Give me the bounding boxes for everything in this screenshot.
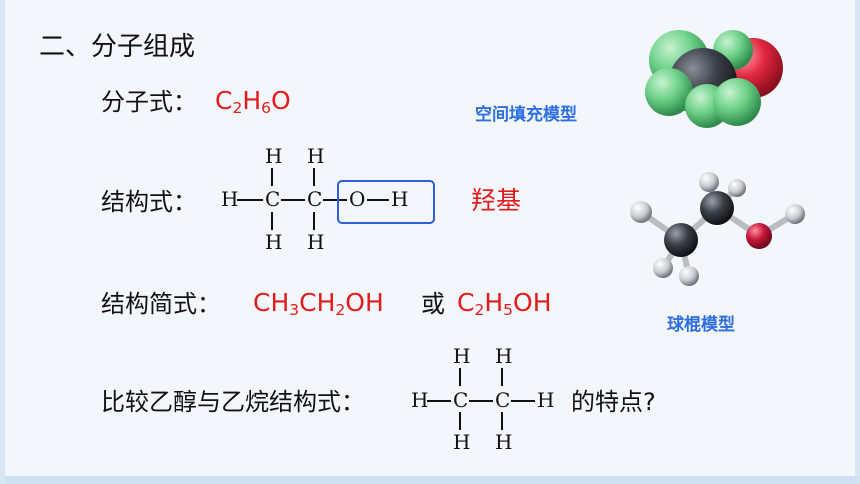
condensed-formula-2: C2H5OH (457, 288, 552, 318)
formula-symbol: CH (299, 288, 336, 317)
or-text: 或 (421, 290, 445, 318)
atom-h: H (265, 144, 283, 168)
structural-formula-label: 结构式： (101, 188, 197, 216)
ethanol-structural-formula: H H H C C O H H H (217, 146, 437, 256)
atom-c: C (265, 187, 281, 211)
formula-subscript: 3 (289, 300, 300, 319)
formula-symbol: H (484, 288, 504, 317)
atom-h: H (453, 430, 471, 454)
bond (281, 199, 305, 201)
condensed-formula-label: 结构简式： (101, 290, 221, 318)
formula-subscript: 6 (261, 98, 272, 117)
condensed-formula-1: CH3CH2OH (253, 288, 384, 318)
bond (469, 400, 493, 402)
bond (237, 199, 263, 201)
space-filling-model-label: 空间填充模型 (475, 105, 577, 125)
bond (501, 368, 503, 386)
bond (313, 168, 315, 186)
atom-h: H (495, 344, 513, 368)
ball-stick-model-label: 球棍模型 (667, 315, 735, 335)
bond (511, 400, 535, 402)
atom-h: H (391, 187, 409, 211)
space-filling-model-image (645, 30, 783, 128)
atom-c: C (307, 187, 323, 211)
bond (323, 199, 347, 201)
hydroxyl-label: 羟基 (471, 186, 522, 215)
atom-o: O (349, 187, 366, 211)
bond (313, 212, 315, 230)
atom-h: H (221, 187, 239, 211)
atom-h: H (265, 230, 283, 254)
formula-symbol: C (215, 86, 233, 115)
formula-symbol: CH (253, 288, 290, 317)
bond (459, 368, 461, 386)
formula-symbol: C (457, 288, 475, 317)
molecular-formula: C2H6O (215, 86, 291, 116)
atom-c: C (453, 388, 469, 412)
ethane-structural-formula: H H H C C H H H (407, 346, 567, 456)
atom-h: H (307, 144, 325, 168)
formula-subscript: 2 (335, 300, 346, 319)
bond (501, 412, 503, 430)
comparison-prompt: 比较乙醇与乙烷结构式： (101, 388, 365, 416)
bond (459, 412, 461, 430)
comparison-suffix: 的特点? (571, 388, 656, 416)
formula-symbol: OH (513, 288, 552, 317)
formula-symbol: H (242, 86, 262, 115)
bond (427, 400, 451, 402)
formula-subscript: 2 (232, 98, 243, 117)
atom-h: H (537, 388, 555, 412)
hydroxyl-highlight-box (337, 180, 435, 224)
bond (271, 212, 273, 230)
atom-c: C (495, 388, 511, 412)
bond (271, 168, 273, 186)
ball-stick-model-image (630, 172, 805, 286)
bottom-bar (5, 476, 860, 484)
atom-h: H (411, 388, 429, 412)
formula-symbol: OH (345, 288, 384, 317)
bond (367, 199, 389, 201)
formula-subscript: 5 (503, 300, 514, 319)
formula-symbol: O (271, 86, 291, 115)
formula-subscript: 2 (474, 300, 485, 319)
atom-h: H (307, 230, 325, 254)
molecular-formula-label: 分子式： (101, 88, 197, 116)
atom-h: H (453, 344, 471, 368)
section-heading: 二、分子组成 (39, 32, 196, 62)
atom-h: H (495, 430, 513, 454)
